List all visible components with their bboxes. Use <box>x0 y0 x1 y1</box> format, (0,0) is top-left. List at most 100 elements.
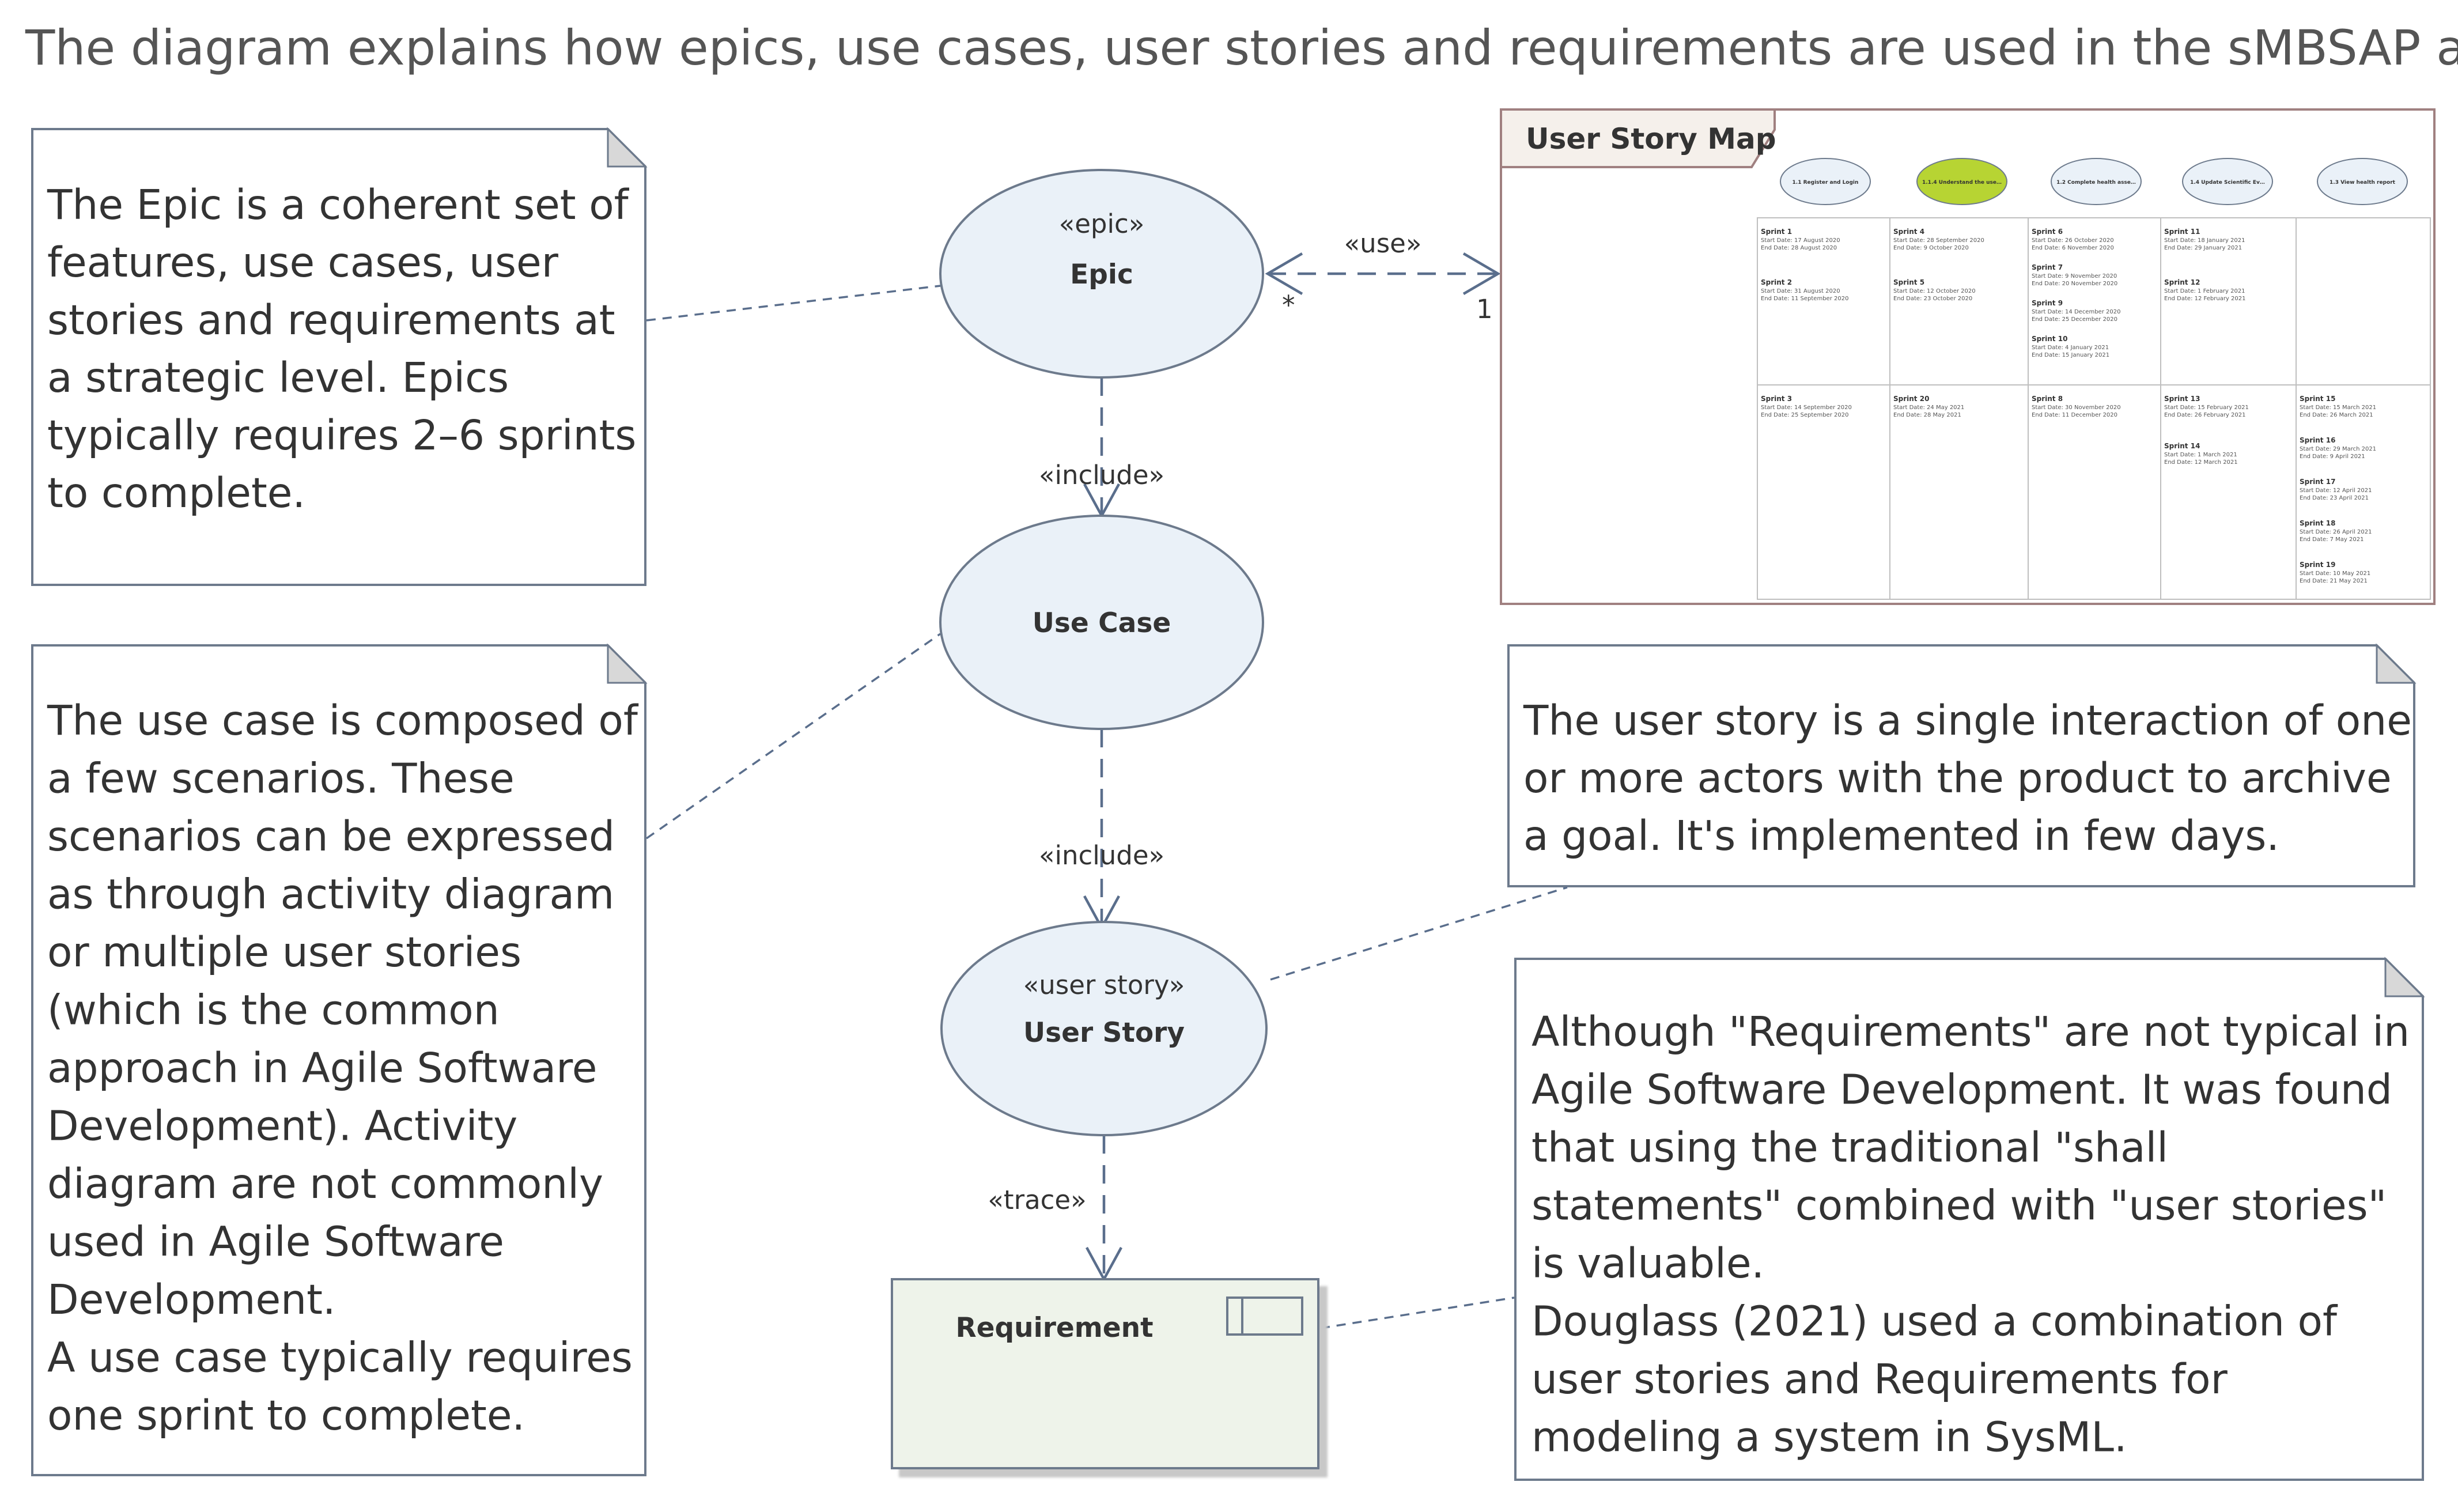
story-map-sprint: Sprint 12 <box>2164 278 2200 286</box>
note-line: The use case is composed of <box>47 697 639 744</box>
story-map-start: Start Date: 17 August 2020 <box>1761 237 1840 244</box>
story-map-sprint: Sprint 20 <box>1893 395 1929 403</box>
userstory-note-text: The user story is a single interaction o… <box>1523 697 2412 860</box>
userstory-note-link <box>1270 886 1568 981</box>
note-line: (which is the common <box>47 986 500 1034</box>
story-map-end: End Date: 7 May 2021 <box>2300 536 2364 543</box>
note-line: Agile Software Development. It was found <box>1531 1066 2392 1114</box>
trace-label: «trace» <box>988 1185 1086 1215</box>
story-map-end: End Date: 29 January 2021 <box>2164 245 2242 251</box>
story-map-end: End Date: 28 May 2021 <box>1893 412 1961 418</box>
story-map-epic-label: 1.1.4 Understand the use… <box>1922 180 2002 186</box>
note-line: or multiple user stories <box>47 928 521 976</box>
story-map-start: Start Date: 14 December 2020 <box>2032 309 2120 315</box>
story-map-start: Start Date: 4 January 2021 <box>2032 345 2109 351</box>
user-story-usecase[interactable]: «user story» User Story <box>940 921 1268 1136</box>
story-map-start: Start Date: 10 May 2021 <box>2300 570 2370 577</box>
note-line: diagram are not commonly <box>47 1160 603 1208</box>
note-line: approach in Agile Software <box>47 1044 597 1092</box>
note-line: Although "Requirements" are not typical … <box>1531 1008 2410 1056</box>
story-map-end: End Date: 11 December 2020 <box>2032 412 2117 418</box>
story-map-start: Start Date: 14 September 2020 <box>1761 405 1852 411</box>
story-map-end: End Date: 6 November 2020 <box>2032 245 2114 251</box>
requirement-note-text: Although "Requirements" are not typical … <box>1531 1008 2410 1461</box>
story-map-start: Start Date: 26 October 2020 <box>2032 237 2114 244</box>
note-line: to complete. <box>47 469 305 517</box>
story-map-epic <box>2317 158 2408 205</box>
story-map-end: End Date: 25 December 2020 <box>2032 316 2117 323</box>
diagram-title: The diagram explains how epics, use case… <box>25 20 2458 76</box>
story-map-sprint: Sprint 1 <box>1761 228 1792 236</box>
note-line: one sprint to complete. <box>47 1392 525 1439</box>
story-map-start: Start Date: 29 March 2021 <box>2300 446 2376 452</box>
story-map-content: 1.1 Register and Login 1.1.4 Understand t… <box>1757 158 2431 600</box>
story-map-sprint: Sprint 6 <box>2032 228 2063 236</box>
story-map-start: Start Date: 26 April 2021 <box>2300 529 2372 535</box>
story-map-grid <box>1757 217 2431 600</box>
include-label-1: «include» <box>1039 460 1164 490</box>
note-line: used in Agile Software <box>47 1218 504 1266</box>
story-map-end: End Date: 11 September 2020 <box>1761 296 1848 302</box>
note-line: as through activity diagram <box>47 871 614 918</box>
use-target-mult: 1 <box>1476 294 1493 324</box>
story-map-sprint: Sprint 13 <box>2164 395 2200 403</box>
include-label-2: «include» <box>1039 840 1164 871</box>
requirement-name: Requirement <box>955 1312 1153 1344</box>
note-links <box>646 285 1568 1329</box>
story-map-end: End Date: 25 September 2020 <box>1761 412 1848 418</box>
story-map-sprint: Sprint 4 <box>1893 228 1924 236</box>
story-map-start: Start Date: 1 February 2021 <box>2164 288 2245 294</box>
story-map-sprint: Sprint 10 <box>2032 335 2067 343</box>
story-map-end: End Date: 26 February 2021 <box>2164 412 2245 418</box>
note-line: scenarios can be expressed <box>47 812 615 860</box>
use-case[interactable]: Use Case <box>939 515 1264 730</box>
story-map-sprint: Sprint 5 <box>1893 278 1924 286</box>
story-map-sprint: Sprint 8 <box>2032 395 2063 403</box>
story-map-end: End Date: 20 November 2020 <box>2032 281 2117 287</box>
epic-usecase[interactable]: «epic» Epic <box>939 169 1264 379</box>
story-map-end: End Date: 23 April 2021 <box>2300 495 2369 501</box>
story-map-end: End Date: 9 April 2021 <box>2300 453 2365 460</box>
story-map-end: End Date: 26 March 2021 <box>2300 412 2373 418</box>
story-map-epic-label: 1.2 Complete health asse… <box>2056 180 2136 186</box>
user-story-stereotype: «user story» <box>1023 970 1185 1000</box>
story-map-start: Start Date: 15 March 2021 <box>2300 405 2376 411</box>
epic-note-link <box>646 285 941 322</box>
note-line: a goal. It's implemented in few days. <box>1523 812 2279 860</box>
requirement-note-link <box>1320 1296 1515 1329</box>
story-map-sprint: Sprint 2 <box>1761 278 1792 286</box>
usecase-note-link <box>646 633 941 840</box>
userstory-note[interactable]: The user story is a single interaction o… <box>1507 643 2417 887</box>
story-map-label: User Story Map <box>1526 122 1776 156</box>
story-map-end: End Date: 12 March 2021 <box>2164 459 2238 466</box>
use-case-name: Use Case <box>1033 607 1171 639</box>
use-source-mult: * <box>1282 290 1295 320</box>
story-map-epic-label: 1.3 View health report <box>2330 180 2396 186</box>
story-map-start: Start Date: 31 August 2020 <box>1761 288 1840 294</box>
user-story-name: User Story <box>1023 1017 1185 1049</box>
note-line: a strategic level. Epics <box>47 354 509 402</box>
story-map-end: End Date: 23 October 2020 <box>1893 296 1972 302</box>
note-line: stories and requirements at <box>47 296 615 344</box>
use-arrow-right <box>1462 252 1501 295</box>
requirement-block[interactable]: Requirement <box>891 1278 1319 1469</box>
use-arrow-left <box>1265 252 1303 295</box>
story-map-start: Start Date: 1 March 2021 <box>2164 452 2237 458</box>
story-map-sprint: Sprint 3 <box>1761 395 1792 403</box>
story-map-sprint: Sprint 19 <box>2300 561 2335 569</box>
requirement-note[interactable]: Although "Requirements" are not typical … <box>1514 957 2425 1481</box>
story-map-start: Start Date: 9 November 2020 <box>2032 273 2117 279</box>
story-map-epic-label: 1.1 Register and Login <box>1793 180 1859 186</box>
note-line: The user story is a single interaction o… <box>1523 697 2412 744</box>
note-line: user stories and Requirements for <box>1531 1355 2228 1403</box>
story-map-sprint: Sprint 11 <box>2164 228 2200 236</box>
epic-name: Epic <box>1070 259 1133 290</box>
note-line: Douglass (2021) used a combination of <box>1531 1298 2338 1345</box>
story-map-start: Start Date: 24 May 2021 <box>1893 405 1964 411</box>
